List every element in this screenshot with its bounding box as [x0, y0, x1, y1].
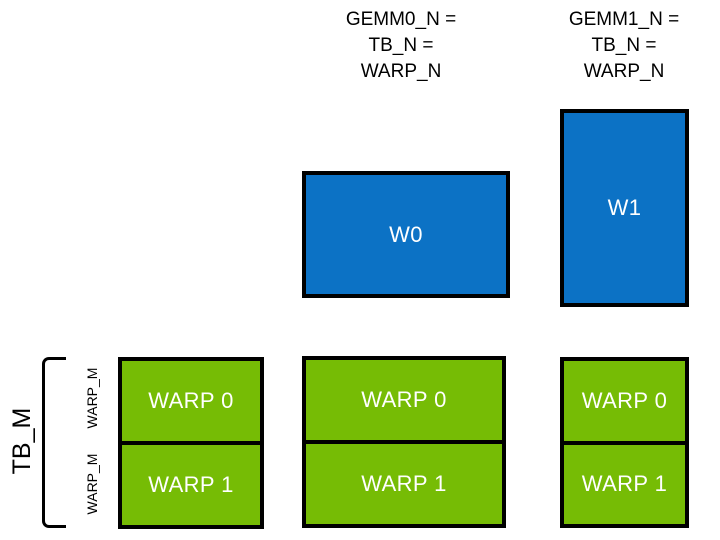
warp-column-middle: WARP 0 WARP 1	[302, 356, 506, 528]
warp-column-right: WARP 0 WARP 1	[560, 357, 689, 528]
column-header-gemm0: GEMM0_N = TB_N = WARP_N	[301, 7, 501, 85]
column-header-gemm0-line3: WARP_N	[360, 61, 442, 82]
warp-cell-left-0: WARP 0	[122, 361, 260, 445]
column-header-gemm1-line3: WARP_N	[583, 61, 665, 82]
tb-m-bracket	[42, 357, 66, 528]
warp-cell-left-1: WARP 1	[148, 472, 234, 497]
blue-tile-w0: W0	[302, 171, 510, 298]
column-header-gemm1: GEMM1_N = TB_N = WARP_N	[524, 7, 720, 85]
blue-tile-w1-label: W1	[607, 195, 642, 220]
warp-cell-middle-1: WARP 1	[361, 471, 447, 496]
column-header-gemm1-line2: TB_N =	[591, 35, 657, 56]
blue-tile-w1: W1	[560, 109, 689, 307]
column-header-gemm1-line1: GEMM1_N =	[568, 9, 680, 30]
axis-label-tb-m: TB_M	[8, 407, 36, 475]
warp-cell-middle-0: WARP 0	[306, 360, 502, 444]
axis-label-warp-m-bottom: WARP_M	[84, 453, 100, 515]
axis-label-warp-m-top: WARP_M	[84, 367, 100, 429]
warp-column-left: WARP 0 WARP 1	[118, 357, 264, 529]
warp-cell-right-1: WARP 1	[581, 471, 668, 497]
warp-cell-right-0: WARP 0	[564, 361, 685, 445]
column-header-gemm0-line1: GEMM0_N =	[345, 9, 457, 30]
column-header-gemm0-line2: TB_N =	[368, 35, 434, 56]
blue-tile-w0-label: W0	[389, 221, 423, 247]
